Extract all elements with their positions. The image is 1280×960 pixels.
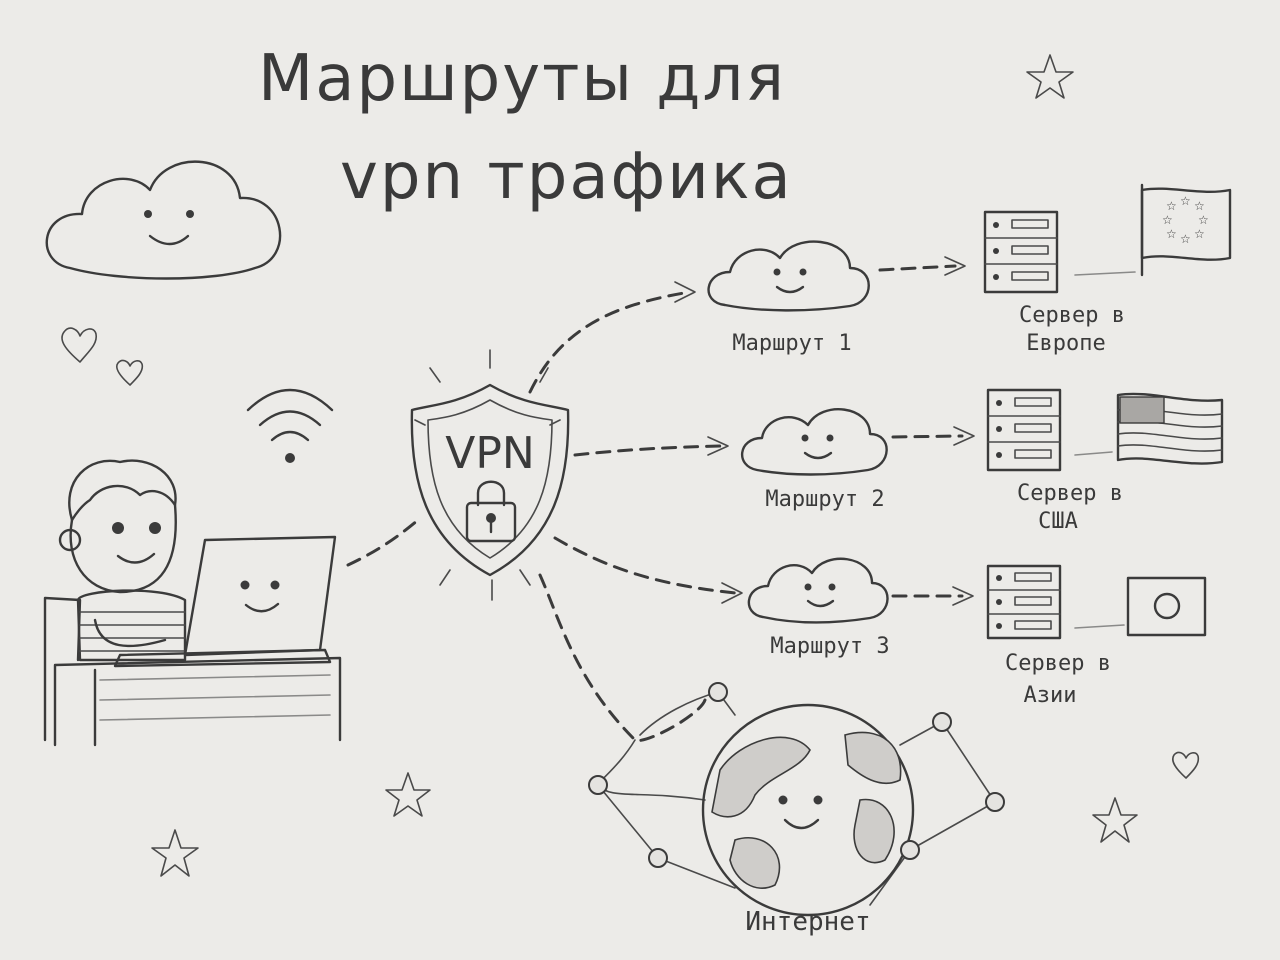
globe-icon <box>588 682 1005 917</box>
title-line-2: vpn трафика <box>340 140 793 214</box>
star-icon <box>385 772 431 817</box>
svg-text:☆: ☆ <box>1180 232 1191 246</box>
link-vpn-route-1 <box>528 290 692 394</box>
route-2-label: Маршрут 2 <box>765 487 884 512</box>
svg-text:☆: ☆ <box>1198 213 1209 227</box>
link-vpn-internet <box>538 573 707 742</box>
route-3-label: Маршрут 3 <box>770 634 889 659</box>
cloud-icon <box>45 160 282 280</box>
usa-flag-icon <box>1074 392 1224 465</box>
shield-icon: VPN <box>410 349 570 601</box>
svg-text:☆: ☆ <box>1162 213 1173 227</box>
heart-icon <box>61 327 98 363</box>
server-2-line-1: Сервер в <box>1017 481 1123 506</box>
svg-text:☆: ☆ <box>1194 227 1205 241</box>
heart-icon <box>1171 751 1200 779</box>
star-icon <box>1026 54 1074 99</box>
route-1-label: Маршрут 1 <box>732 331 851 356</box>
server-icon <box>983 210 1059 294</box>
link-vpn-route-2 <box>573 444 724 457</box>
server-icon <box>986 564 1062 640</box>
title-line-1: Маршруты для <box>258 42 786 116</box>
internet-label: Интернет <box>745 907 870 937</box>
svg-text:☆: ☆ <box>1180 194 1191 208</box>
svg-text:☆: ☆ <box>1194 199 1205 213</box>
link-vpn-route-3 <box>553 536 737 595</box>
cloud-icon <box>747 557 889 624</box>
star-icon <box>151 829 199 877</box>
svg-text:☆: ☆ <box>1166 227 1177 241</box>
heart-icon <box>115 359 144 386</box>
link-laptop-vpn <box>346 518 420 567</box>
eu-flag-icon: ☆☆☆ ☆☆☆ ☆☆ <box>1074 183 1232 277</box>
server-3-line-1: Сервер в <box>1005 651 1111 676</box>
server-1-line-2: Европе <box>1026 331 1105 356</box>
cloud-icon <box>740 408 888 476</box>
japan-flag-icon <box>1074 576 1207 637</box>
vpn-label: VPN <box>445 428 535 479</box>
laptop-icon <box>113 535 337 668</box>
wifi-icon <box>246 388 334 463</box>
star-icon <box>1092 797 1138 843</box>
server-icon <box>986 388 1062 472</box>
lock-icon <box>465 480 517 543</box>
boy-icon <box>43 459 342 747</box>
svg-text:☆: ☆ <box>1166 199 1177 213</box>
server-2-line-2: США <box>1038 509 1078 534</box>
server-3-line-2: Азии <box>1024 683 1077 708</box>
server-1-line-1: Сервер в <box>1019 303 1125 328</box>
cloud-icon <box>707 240 870 312</box>
